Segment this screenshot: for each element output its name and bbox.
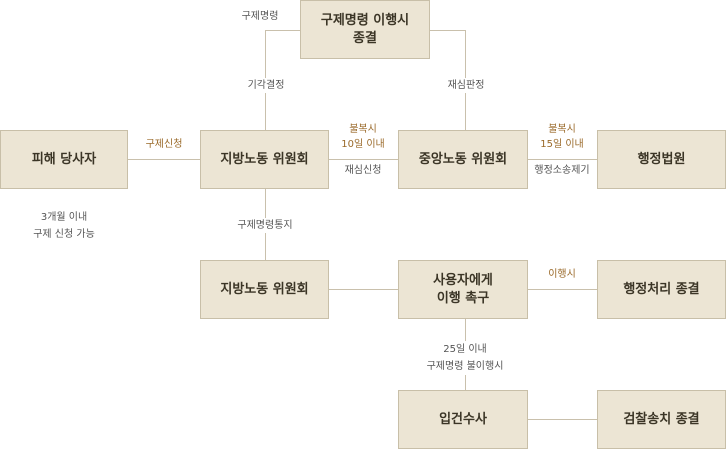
regional-commission-2-box: 지방노동 위원회	[200, 260, 329, 319]
connector-regional-to-remedy-box	[265, 30, 300, 130]
investigation-box: 입건수사	[398, 390, 528, 449]
admin-court-box: 행정법원	[597, 130, 726, 189]
regional-commission-box: 지방노동 위원회	[200, 130, 329, 189]
remedy-order-done-box: 구제명령 이행시 종결	[300, 0, 430, 59]
urge-employer-box: 사용자에게 이행 촉구	[398, 260, 528, 319]
label-remedy-request: 구제신청	[145, 139, 183, 150]
label-retrial-decision: 재심판정	[426, 78, 506, 93]
label-remedy-notice: 구제명령통지	[220, 218, 310, 233]
connector-central-to-remedy-box	[430, 30, 466, 130]
prosecution-done-box: 검찰송치 종결	[597, 390, 726, 449]
label-admin-suit: 행정소송제기	[534, 165, 590, 176]
victim-box: 피해 당사자	[0, 130, 128, 189]
label-remedy-order: 구제명령	[241, 11, 279, 22]
admin-done-box: 행정처리 종결	[597, 260, 726, 319]
label-within-3-months: 3개월 이내 구제 신청 가능	[33, 212, 95, 240]
label-within-25-days: 25일 이내 구제명령 불이행시	[410, 341, 520, 375]
label-on-compliance: 이행시	[548, 269, 576, 280]
central-commission-box: 중앙노동 위원회	[398, 130, 528, 189]
label-dismissal: 기각결정	[226, 78, 306, 93]
label-objection-15days: 불복시 15일 이내	[540, 124, 584, 150]
label-objection-10days: 불복시 10일 이내	[341, 124, 385, 150]
label-retrial-request: 재심신청	[344, 165, 382, 176]
